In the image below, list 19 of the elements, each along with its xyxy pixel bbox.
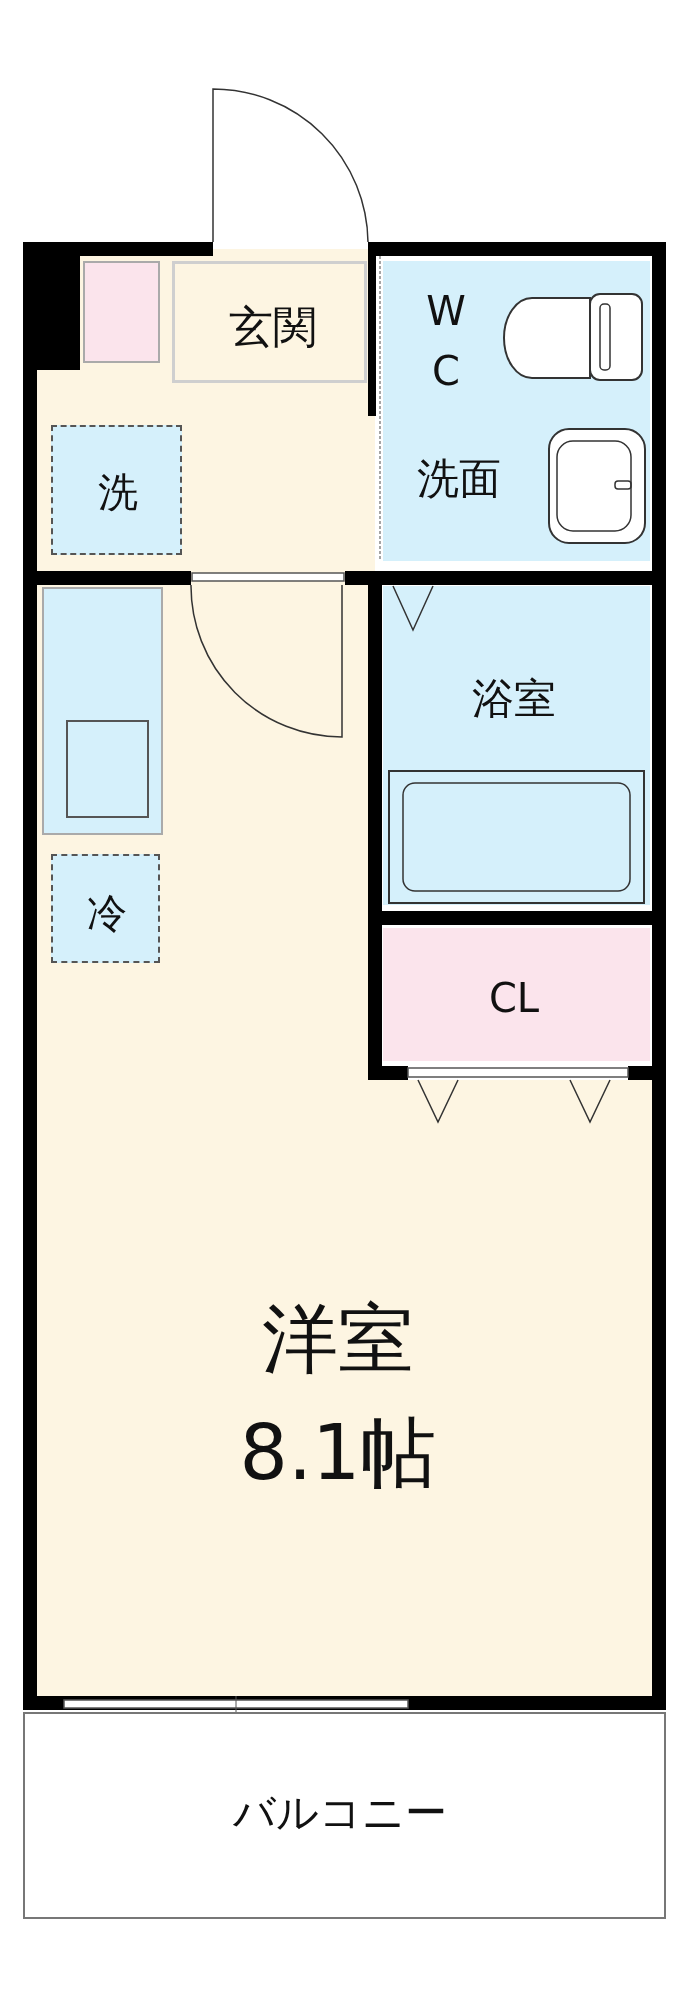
room: [383, 261, 650, 561]
room-label: 洗: [98, 472, 138, 512]
room: [383, 586, 650, 905]
room-label: 8.1帖: [239, 1415, 437, 1491]
room-label: 玄関: [229, 305, 317, 349]
room-label: CL: [488, 978, 540, 1018]
room-label: バルコニー: [233, 1792, 447, 1834]
closet: [383, 928, 650, 1061]
room-label: 洗面: [417, 458, 501, 500]
fridge-space: [51, 854, 160, 963]
room-label: 洋室: [262, 1301, 414, 1377]
balcony: [23, 1712, 666, 1919]
room-label: 浴室: [472, 678, 556, 720]
kitchen-counter: [42, 587, 163, 835]
washer-space: [51, 425, 182, 555]
room-label: WC: [425, 287, 467, 396]
room-label: 冷: [87, 893, 127, 933]
shoe-cabinet: [83, 261, 160, 363]
entrance-box: [172, 261, 367, 383]
